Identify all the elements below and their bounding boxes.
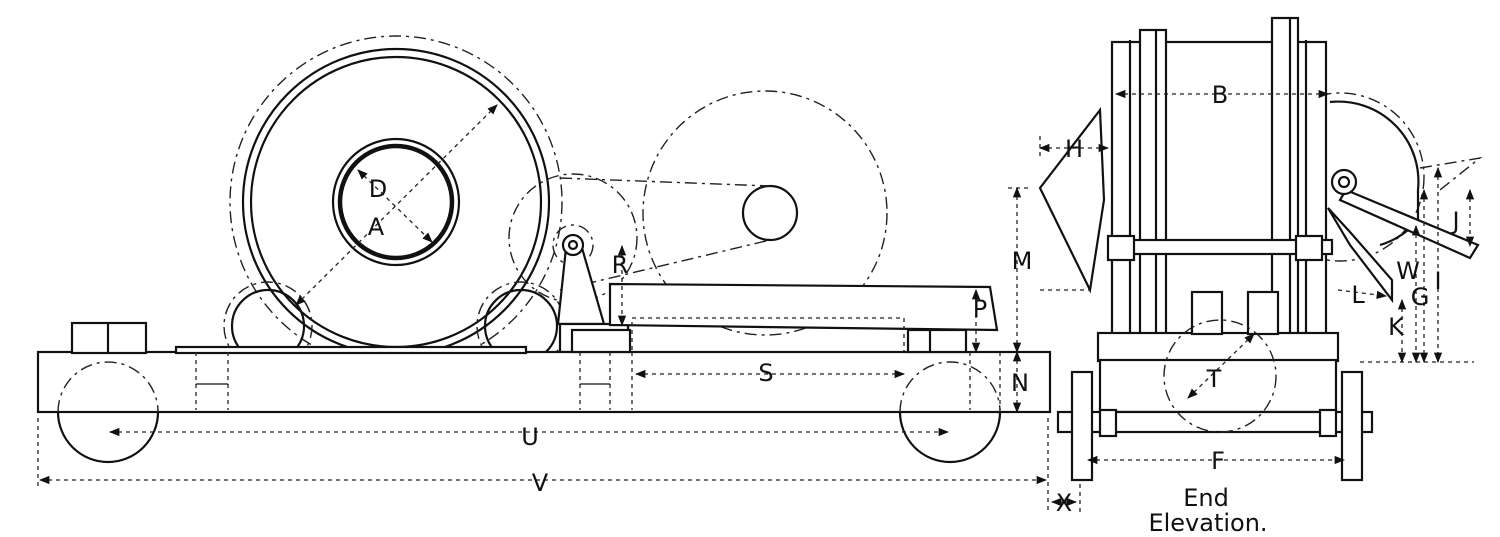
label-A: A [368, 213, 385, 241]
bearing-stand [556, 246, 606, 326]
label-B: B [1212, 81, 1228, 109]
label-W: W [1396, 257, 1420, 285]
caption-line1: End [1183, 484, 1229, 512]
drum-opening [337, 143, 455, 261]
label-K: K [1388, 313, 1405, 341]
label-L: L [1351, 281, 1365, 309]
label-J: J [1450, 207, 1459, 235]
feed-chute [1038, 106, 1106, 294]
caption-line2: Elevation. [1148, 509, 1267, 537]
label-S: S [758, 359, 773, 387]
drive-pulley-hub [741, 184, 799, 242]
drum-outline [229, 35, 563, 369]
label-N: N [1011, 369, 1029, 397]
label-X: X [1056, 489, 1072, 517]
label-D: D [369, 175, 387, 203]
label-F: F [1211, 447, 1225, 475]
label-R: R [612, 251, 629, 279]
side-elevation [36, 35, 1081, 512]
label-M: M [1012, 247, 1033, 275]
label-I: I [1434, 267, 1441, 295]
label-T: T [1206, 365, 1222, 393]
wheel-front [56, 411, 160, 464]
chute [608, 282, 999, 332]
drum [241, 47, 551, 357]
label-P: P [973, 295, 987, 323]
wheel-rear [898, 411, 1002, 464]
end-base [1096, 331, 1340, 363]
end-wheel-outline [1163, 319, 1277, 433]
drive-pulley-outline [642, 90, 888, 336]
label-H: H [1065, 135, 1083, 163]
truck-frame [36, 350, 1052, 414]
end-elevation [1038, 16, 1483, 482]
label-U: U [521, 423, 539, 451]
label-G: G [1411, 283, 1430, 311]
label-V: V [532, 469, 549, 497]
